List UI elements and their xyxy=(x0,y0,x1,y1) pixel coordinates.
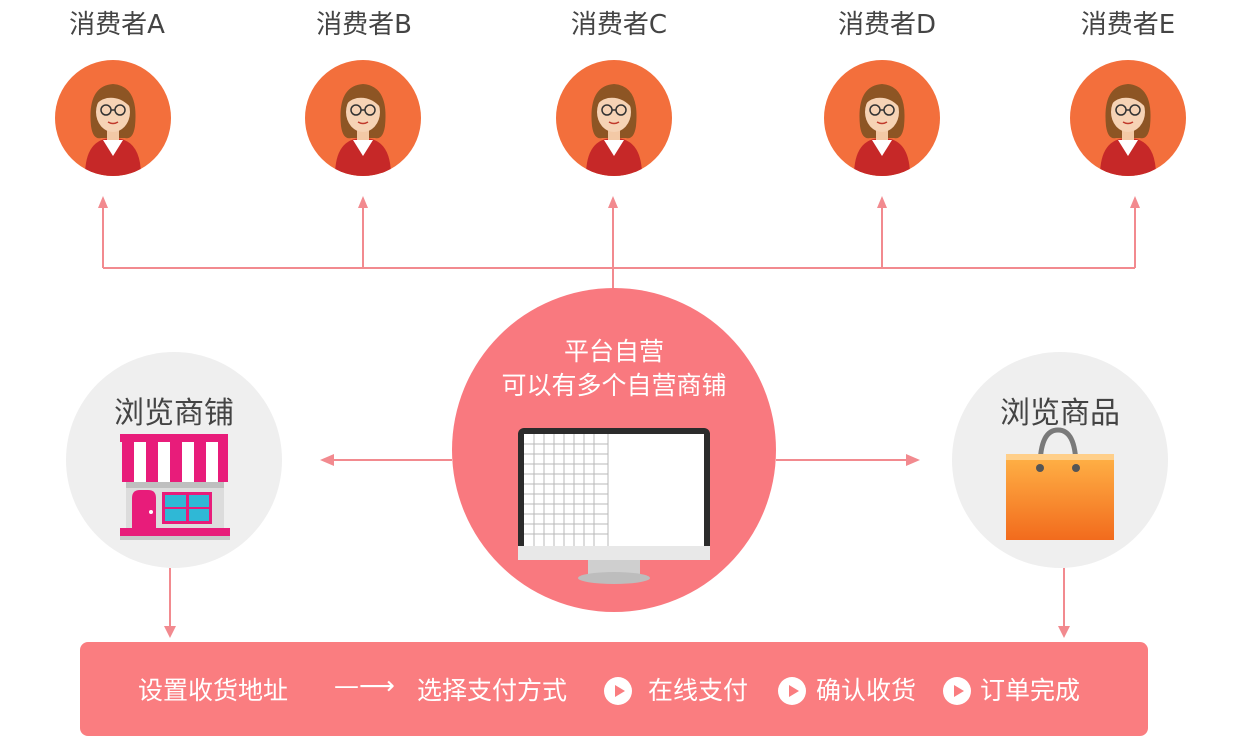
consumer-a-avatar xyxy=(55,60,171,176)
flow-step-order-complete: 订单完成 xyxy=(980,676,1081,705)
monitor-icon xyxy=(518,428,710,584)
play-icon xyxy=(943,677,971,705)
consumer-e-avatar xyxy=(1070,60,1186,176)
platform-title-line2: 可以有多个自营商铺 xyxy=(501,371,727,400)
flow-step-confirm-receipt: 确认收货 xyxy=(816,676,917,705)
play-icon xyxy=(604,677,632,705)
consumer-c-label: 消费者C xyxy=(570,10,668,40)
consumer-b-label: 消费者B xyxy=(316,10,412,40)
play-icon xyxy=(778,677,806,705)
consumer-a-label: 消费者A xyxy=(69,10,165,40)
flow-long-arrow: —⟶ xyxy=(334,671,395,700)
consumer-c-avatar xyxy=(556,60,672,176)
shopping-bag-icon xyxy=(1006,427,1114,540)
consumer-b-avatar xyxy=(305,60,421,176)
flow-step-select-payment: 选择支付方式 xyxy=(417,676,568,705)
browse-products-label: 浏览商品 xyxy=(1000,396,1120,431)
browse-stores-label: 浏览商铺 xyxy=(114,396,234,431)
flow-step-set-address: 设置收货地址 xyxy=(138,676,289,705)
flow-step-online-pay: 在线支付 xyxy=(648,676,749,705)
consumer-d-avatar xyxy=(824,60,940,176)
consumer-d-label: 消费者D xyxy=(837,10,937,40)
platform-title-line1: 平台自营 xyxy=(563,337,664,366)
storefront-icon xyxy=(120,434,230,540)
platform-title: 平台自营 可以有多个自营商铺 xyxy=(452,335,776,403)
consumer-e-label: 消费者E xyxy=(1080,10,1176,40)
